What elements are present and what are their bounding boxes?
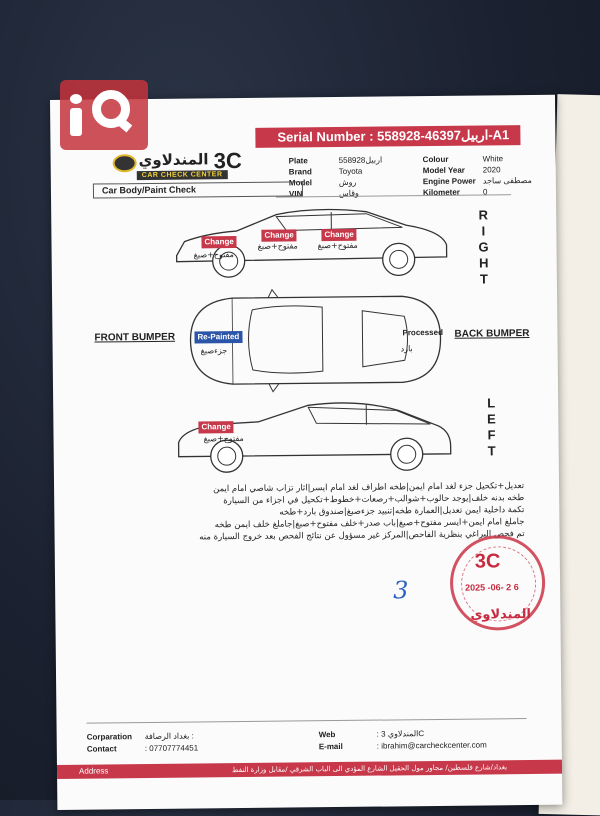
note-front: جزءصبغ: [201, 346, 228, 355]
info-key: Colour: [423, 153, 483, 165]
address-label: Address: [79, 766, 108, 775]
info-value: روش: [339, 177, 357, 188]
iq-letter-q: [92, 90, 130, 128]
car-check-logo-icon: [113, 154, 137, 172]
info-value: وقاس: [339, 188, 359, 199]
info-value: مصطفى ساجد: [483, 175, 532, 187]
inspection-notes: تعديل+تكحيل جزء لغد امام ايمن|طخه اطراف …: [84, 480, 525, 545]
address-bar: Address بغداد/شارع فلسطين/ مجاور مول الح…: [57, 760, 562, 779]
info-key: Brand: [289, 166, 339, 178]
footer-right: Web: المندلاوي 3C E-mail: ibrahim@carche…: [319, 727, 487, 753]
serial-bar: Serial Number : اربيل46397-558928-A1: [255, 125, 520, 148]
damage-tag-right-1: Change: [201, 236, 236, 248]
footer-key: Corparation: [87, 731, 145, 744]
info-value: White: [483, 153, 504, 164]
right-text: RIGHT: [477, 207, 492, 287]
front-bumper-label: FRONT BUMPER: [94, 332, 175, 344]
info-value: 558928اربيل: [339, 155, 383, 166]
info-key: Plate: [289, 155, 339, 167]
stamp-mark: 3C: [475, 550, 501, 573]
note-back: بارد: [401, 344, 413, 353]
footer-value: : ibrahim@carcheckcenter.com: [377, 740, 487, 750]
info-key: Kilometer: [423, 186, 483, 198]
damage-tag-right-3: Change: [321, 229, 356, 241]
note-right-1: مفتوح+صبغ: [194, 250, 234, 259]
logo-tagline: CAR CHECK CENTER: [137, 170, 228, 180]
footer-divider: [87, 718, 527, 724]
footer-value: بغداد الرصافة :: [145, 732, 194, 742]
damage-tag-right-2: Change: [261, 229, 296, 241]
info-key: Model Year: [423, 164, 483, 176]
processed-label: Processed: [402, 328, 443, 337]
handwritten-number: 3: [393, 576, 409, 604]
left-side-label: LEFT: [485, 395, 500, 459]
left-text: LEFT: [485, 395, 500, 459]
repaint-tag-front: Re-Painted: [194, 331, 242, 343]
section-title: Car Body/Paint Check: [93, 181, 303, 198]
footer-key: Contact: [87, 743, 145, 756]
note-right-2: مفتوح+صبغ: [257, 241, 297, 250]
serial-label: Serial Number :: [277, 129, 373, 145]
stamp-date: 2025 -06- 2 6: [465, 582, 519, 593]
right-side-label: RIGHT: [477, 207, 492, 287]
info-value: 0: [483, 186, 488, 197]
footer-key: Web: [319, 729, 377, 742]
back-bumper-label: BACK BUMPER: [454, 328, 529, 340]
info-key: Engine Power: [423, 175, 483, 187]
footer-key: E-mail: [319, 741, 377, 754]
iq-watermark-logo: [60, 80, 148, 150]
info-value: 2020: [483, 164, 501, 175]
logo-arabic: المندلاوي: [139, 150, 209, 169]
note-right-3: مفتوح+صبغ: [317, 241, 357, 250]
footer-value: : المندلاوي 3C: [377, 729, 425, 738]
note-left-1: مفتوح+صبغ: [204, 434, 244, 443]
inspection-report: Serial Number : اربيل46397-558928-A1 الم…: [50, 95, 562, 810]
info-value: Toyota: [339, 166, 363, 177]
damage-tag-left-1: Change: [198, 421, 233, 433]
serial-value: اربيل46397-558928-A1: [377, 127, 509, 143]
stamp-arabic: المندلاوي: [470, 607, 531, 623]
footer-value: : 07707774451: [145, 743, 198, 753]
address-value: بغداد/شارع فلسطين/ مجاور مول الحقيل الشا…: [232, 760, 507, 777]
iq-letter-i: [70, 94, 82, 134]
